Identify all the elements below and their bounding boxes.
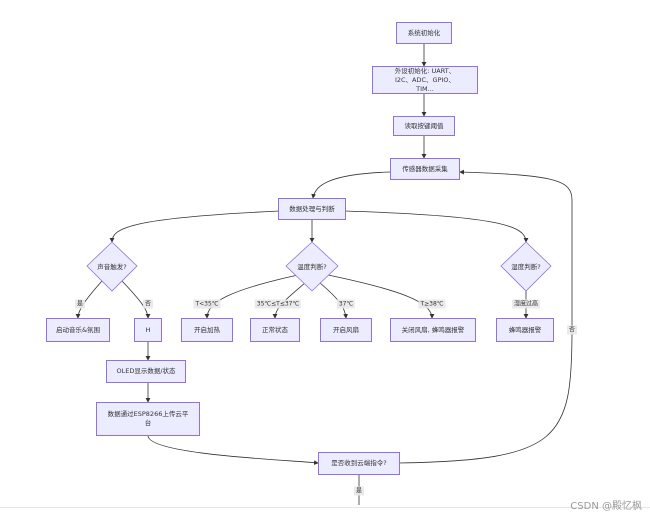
watermark: CSDN @殿忆枫	[570, 501, 642, 512]
edge-sensor-process	[311, 171, 391, 199]
edge-label-humid-high: 湿度过高	[511, 299, 541, 309]
edge-sound-no	[121, 280, 151, 319]
edge-esp-cloud	[147, 435, 319, 465]
node-sensor-collect: 传感器数据采集	[390, 158, 460, 180]
edge-label-t2: 35℃≤T≤37℃	[254, 299, 302, 309]
edge-temp-t4	[327, 274, 435, 319]
node-cloud-command: 是否收到云端指令?	[318, 452, 400, 475]
node-esp8266-upload: 数据通过ESP8266上传云平台	[96, 402, 200, 436]
edge-process-sound	[109, 210, 281, 243]
edge-label-cloud-yes: 是	[353, 486, 365, 496]
node-normal-state: 正常状态	[250, 318, 300, 342]
decision-temp-label: 温度判断?	[297, 263, 327, 271]
edge-label-t1: T<35℃	[193, 299, 221, 309]
edge-label-t4: T≥38℃	[418, 299, 446, 309]
edge-label-t3: 37℃	[336, 299, 356, 309]
node-fan-on: 开启风扇	[320, 318, 372, 342]
edge-temp-t1	[204, 274, 299, 319]
node-read-key-threshold: 读取按键阈值	[393, 116, 455, 136]
edge-label-sound-no: 否	[142, 299, 154, 309]
edge-label-sound-yes: 是	[74, 299, 86, 309]
decision-sound-shape	[86, 241, 138, 292]
decision-humid-label: 湿度判断?	[511, 263, 541, 271]
node-data-process: 数据处理与判断	[278, 198, 346, 220]
edge-process-humid	[344, 210, 529, 243]
decision-sound-label: 声音触发?	[97, 263, 127, 271]
decision-humid-shape	[500, 241, 552, 292]
node-buzzer-alarm: 蜂鸣器报警	[496, 318, 554, 342]
edge-cloud-no	[399, 169, 573, 464]
page-divider	[0, 507, 650, 508]
node-heating-on: 开启加热	[181, 318, 233, 342]
decision-temp-shape	[285, 241, 339, 292]
node-peripheral-init: 外设初始化: UART、I2C、ADC、GPIO、TIM...	[372, 66, 478, 94]
node-h: H	[134, 318, 162, 342]
edge-label-cloud-no: 否	[566, 325, 578, 335]
node-oled-display: OLED显示数据/状态	[106, 360, 186, 383]
node-system-init: 系统初始化	[396, 22, 452, 44]
node-music-ambience: 启动音乐&氛围	[46, 318, 110, 342]
node-fan-off-alarm: 关闭风扇, 蜂鸣器报警	[390, 318, 476, 342]
